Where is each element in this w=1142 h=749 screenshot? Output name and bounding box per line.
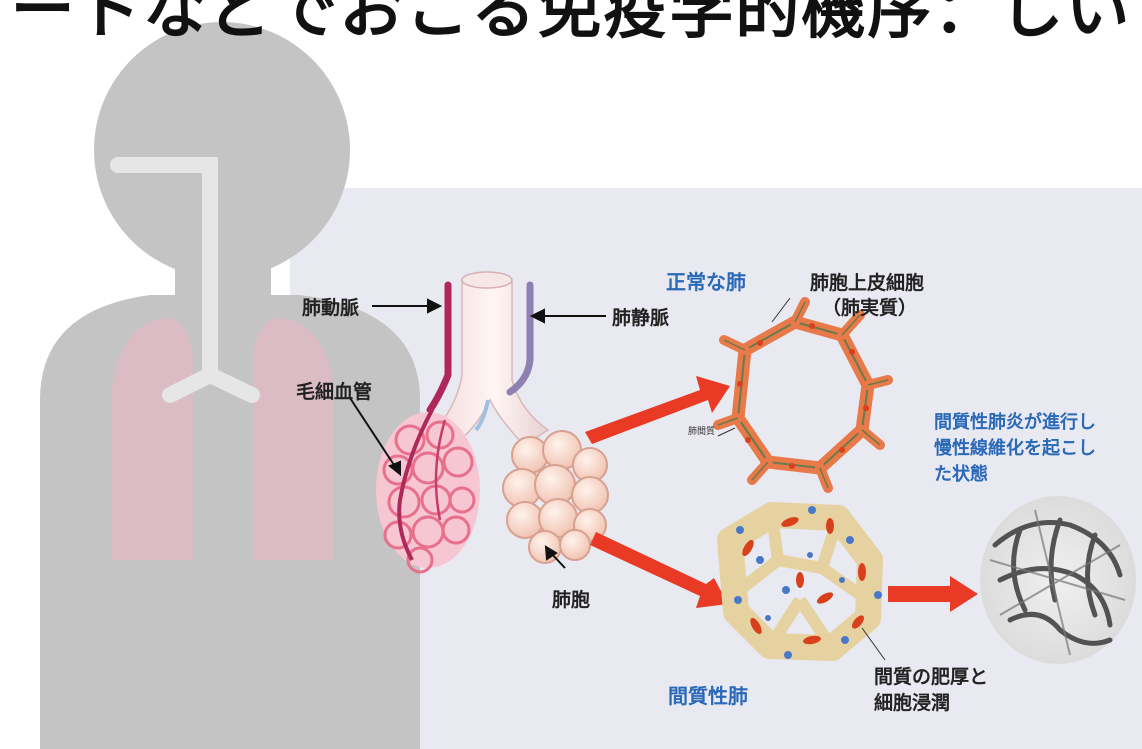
interstitial-lung-label: 間質性肺 <box>668 680 748 709</box>
fibrosis-label: 間質性肺炎が進行し 慢性線維化を起こし た状態 <box>934 410 1096 488</box>
fibrosis-tissue <box>980 496 1136 664</box>
fibrosis-line3: た状態 <box>934 462 1096 488</box>
pulmonary-vein-label: 肺静脈 <box>612 303 669 330</box>
normal-lung-label: 正常な肺 <box>666 266 746 295</box>
alveolar-epithelium-label: 肺胞上皮細胞 <box>810 268 924 295</box>
page-title: ートなどでおこる免疫学的機序：しい <box>0 0 1142 46</box>
fibrosis-line2: 慢性線維化を起こし <box>934 436 1096 462</box>
fibrosis-line1: 間質性肺炎が進行し <box>934 410 1096 436</box>
capillary-label: 毛細血管 <box>296 377 372 404</box>
lung-parenchyma-label: （肺実質） <box>822 293 917 320</box>
interstitium-small-label: 肺間質 <box>688 424 715 437</box>
pulmonary-artery-label: 肺動脈 <box>302 293 359 320</box>
alveolus-label: 肺胞 <box>552 585 590 612</box>
interstitial-change-label: 間質の肥厚と 細胞浸潤 <box>874 664 988 716</box>
interstitial-change-line1: 間質の肥厚と <box>874 664 988 690</box>
interstitial-change-line2: 細胞浸潤 <box>874 690 988 716</box>
